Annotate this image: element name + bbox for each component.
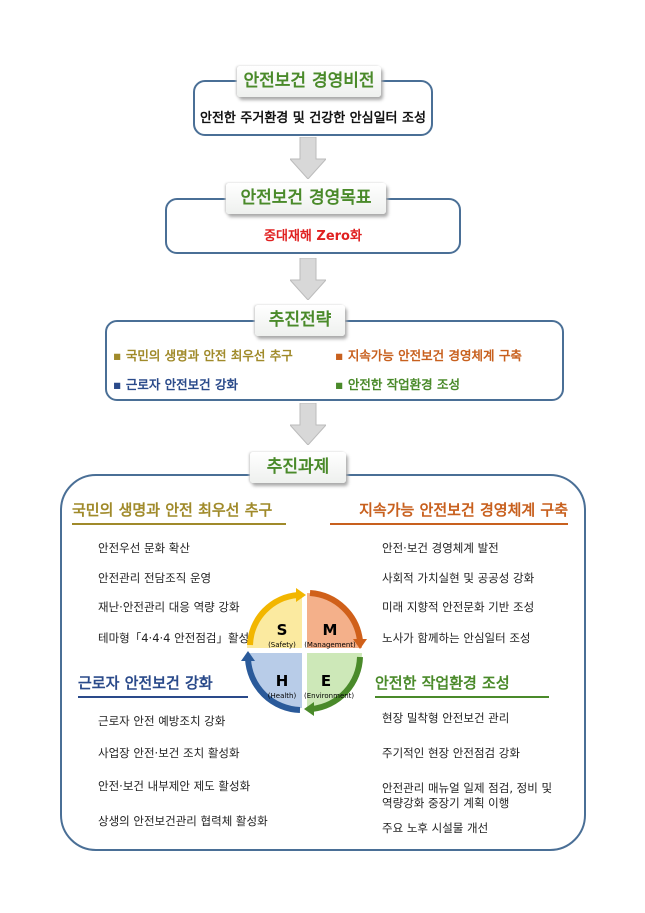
task-item: 노사가 함께하는 안심일터 조성 <box>369 628 531 646</box>
strategy-item-text: 안전한 작업환경 조성 <box>347 377 461 392</box>
strategy-item: ▪ 안전한 작업환경 조성 <box>335 377 461 392</box>
goal-title: 안전보건 경영목표 <box>226 183 386 214</box>
task-item: 안전관리 전담조직 운영 <box>84 568 211 586</box>
hse-e-letter: E <box>320 672 332 690</box>
task-item: 주기적인 현장 안전점검 강화 <box>369 743 520 761</box>
section-e-heading: 안전한 작업환경 조성 <box>375 672 549 698</box>
task-item: 현장 밀착형 안전보건 관리 <box>368 708 509 726</box>
task-item: 사업장 안전·보건 조치 활성화 <box>85 743 240 761</box>
strategy-item: ▪ 근로자 안전보건 강화 <box>113 377 239 392</box>
down-arrow-icon <box>290 137 326 179</box>
section-m-heading: 지속가능 안전보건 경영체계 구축 <box>330 499 568 525</box>
environment-quadrant <box>307 653 362 708</box>
strategy-item-text: 근로자 안전보건 강화 <box>125 377 239 392</box>
task-item: 테마형「4·4·4 안전점검」활성화 <box>85 628 260 646</box>
hse-m-sub: (Management) <box>304 641 356 649</box>
hse-s-sub: (Safety) <box>268 641 296 649</box>
strategy-item: ▪ 국민의 생명과 안전 최우선 추구 <box>113 348 293 363</box>
strategy-title: 추진전략 <box>255 305 345 336</box>
task-item-continued: 역량강화 중장기 계획 이행 <box>382 796 510 810</box>
goal-text: 중대재해 Zero화 <box>264 229 362 244</box>
strategy-item: ▪ 지속가능 안전보건 경영체계 구축 <box>335 348 522 363</box>
health-arrow-icon <box>245 658 301 713</box>
strategy-item-text: 국민의 생명과 안전 최우선 추구 <box>125 348 293 363</box>
hse-m-letter: M <box>322 621 338 639</box>
management-arrow-icon <box>309 590 363 642</box>
tasks-title: 추진과제 <box>250 452 346 483</box>
down-arrow-icon <box>290 258 326 300</box>
task-item: 안전우선 문화 확산 <box>85 538 190 556</box>
health-quadrant <box>247 653 302 708</box>
management-quadrant <box>307 593 362 648</box>
goal-box: 중대재해 Zero화 <box>165 198 461 254</box>
hse-e-sub: (Environment) <box>304 692 355 700</box>
section-s-heading: 국민의 생명과 안전 최우선 추구 <box>72 499 286 525</box>
vision-title: 안전보건 경영비전 <box>237 66 381 97</box>
safety-arrow-icon <box>247 592 299 646</box>
strategy-item-text: 지속가능 안전보건 경영체계 구축 <box>347 348 522 363</box>
task-item: 안전·보건 경영체계 발전 <box>369 538 499 556</box>
vision-text: 안전한 주거환경 및 건강한 안심일터 조성 <box>200 111 426 126</box>
safety-quadrant <box>247 593 302 648</box>
down-arrow-icon <box>290 403 326 445</box>
task-item: 근로자 안전 예방조치 강화 <box>84 711 225 729</box>
task-item: 주요 노후 시설물 개선 <box>368 818 488 836</box>
hse-s-letter: S <box>276 621 288 639</box>
hse-h-sub: (Health) <box>267 692 297 700</box>
task-item: 미래 지향적 안전문화 기반 조성 <box>368 597 534 615</box>
task-item: 안전관리 매뉴얼 일제 점검, 정비 및 <box>368 778 552 796</box>
shme-cycle-diagram <box>241 588 367 716</box>
hse-h-letter: H <box>275 672 289 690</box>
task-item: 상생의 안전보건관리 협력체 활성화 <box>85 811 268 829</box>
task-item: 사회적 가치실현 및 공공성 강화 <box>368 568 534 586</box>
environment-arrow-icon <box>311 656 363 712</box>
task-item: 안전·보건 내부제안 제도 활성화 <box>84 776 250 794</box>
task-item: 재난·안전관리 대응 역량 강화 <box>85 597 240 615</box>
section-h-heading: 근로자 안전보건 강화 <box>78 672 248 698</box>
